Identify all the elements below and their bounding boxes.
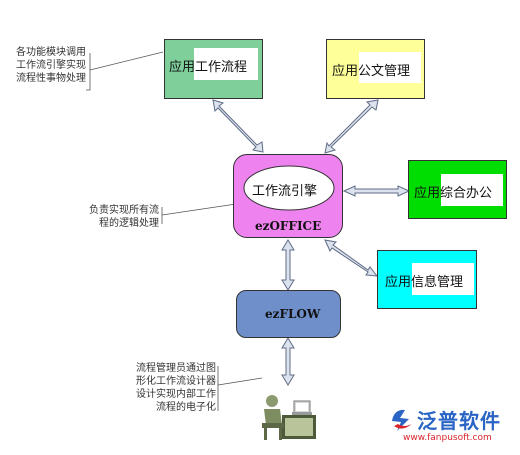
flow-label: ezFLOW (265, 307, 321, 321)
office-app-label: 应用综合办公 (414, 186, 493, 201)
workflow-app-label: 应用工作流程 (169, 60, 248, 75)
admin-computer-icon (262, 395, 316, 440)
arrow-document-engine (324, 99, 379, 154)
engine-note: 负责实现所有流 程的逻辑处理 (89, 205, 159, 229)
logo-brand: 泛普软件 (417, 409, 501, 433)
logo-url[interactable]: www.fanpusoft.com (403, 433, 492, 443)
engine-name: ezOFFICE (255, 219, 322, 233)
modules-note-line (86, 53, 91, 91)
workflow-app-label-bg (194, 48, 258, 80)
arrow-flow-admin (281, 337, 295, 386)
engine-title-ellipse (243, 165, 335, 211)
office-app-label-bg (441, 174, 503, 206)
document-app-label: 应用公文管理 (332, 64, 411, 79)
admin-note: 流程管理员通过图 形化工作流设计器 设计实现内部工作 流程的电子化 (136, 363, 216, 413)
modules-note: 各功能模块调用 工作流引擎实现 流程性事物处理 (16, 47, 86, 84)
flow-box (236, 290, 341, 338)
engine-title: 工作流引擎 (252, 184, 318, 199)
document-app-label-bg (359, 52, 421, 83)
arrow-workflow-engine (212, 99, 264, 153)
fanpu-logo-icon (392, 409, 412, 431)
info-app-label: 应用信息管理 (385, 275, 464, 290)
info-app-label-bg (412, 263, 474, 295)
